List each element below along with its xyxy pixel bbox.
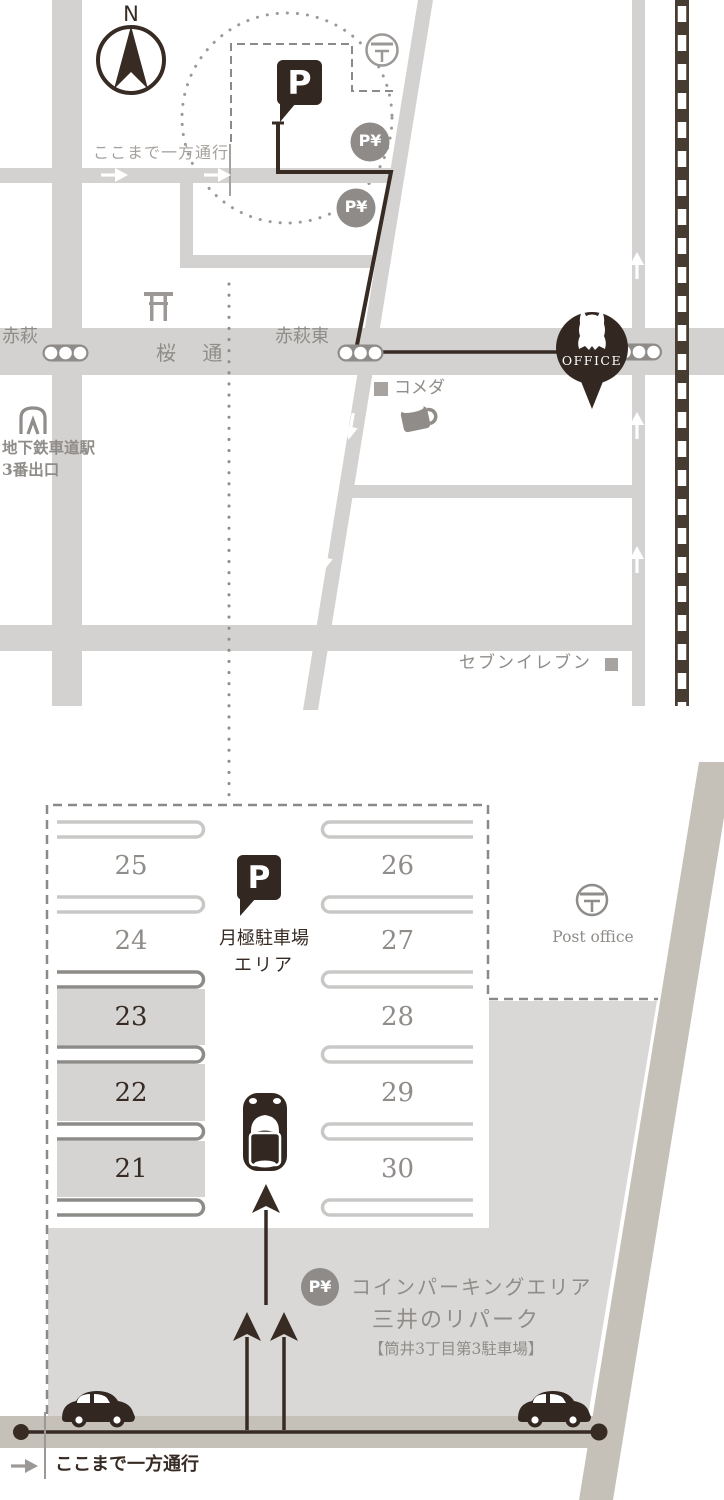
coin-parking-badge-circle	[301, 1268, 339, 1306]
one-way-label-bottom: ここまで一方通行	[55, 1454, 199, 1475]
occupied-stall-fills	[57, 989, 205, 1197]
stall-number: 22	[114, 1078, 148, 1108]
street-label-sakura-dori: 桜 通	[156, 341, 233, 365]
coin-parking-name: 三井のリパーク	[371, 1308, 540, 1333]
coin-parking-badge-circle	[350, 122, 390, 162]
landmark-label-seven-eleven: セブンイレブン	[459, 653, 592, 673]
one-way-label-top: ここまで一方通行	[93, 143, 230, 162]
parking-flag-marker-detail	[237, 855, 281, 916]
one-way-end-mark-bottom	[9, 1412, 46, 1479]
route-line	[272, 121, 557, 354]
monthly-area-label-line1: 月極駐車場	[219, 928, 309, 949]
coin-parking-area-label: コインパーキングエリア	[351, 1275, 593, 1299]
coin-parking-area-fill	[48, 1001, 657, 1416]
diagonal-road-band	[579, 762, 724, 1500]
coin-parking-badge-label: P¥	[308, 1277, 332, 1296]
stall-number: 28	[380, 1002, 415, 1032]
compass-icon	[96, 25, 166, 95]
monthly-area-label-line2: エリア	[234, 955, 294, 976]
road-block-vertical	[180, 175, 193, 268]
stall-number: 24	[114, 926, 148, 956]
street-label-akahagi-higashi: 赤萩東	[275, 326, 329, 347]
stall-number: 30	[380, 1154, 415, 1184]
post-office-label: Post office	[552, 928, 634, 946]
parking-flag-letter-detail: P	[247, 859, 271, 896]
street-label-akahagi: 赤萩	[2, 326, 38, 347]
stall-number: 29	[380, 1078, 415, 1108]
subway-exit-icon	[19, 406, 47, 435]
compass-label: N	[123, 2, 139, 26]
office-pin	[556, 309, 628, 409]
post-office-icon-top	[365, 33, 399, 67]
parking-flag-marker-top	[277, 60, 322, 122]
office-pin-label: OFFICE	[561, 353, 623, 368]
traffic-light-icon	[337, 344, 384, 362]
seven-eleven-marker-square	[605, 658, 618, 671]
subway-station-label-line2: 3番出口	[2, 460, 60, 479]
torii-shrine-icon	[144, 292, 173, 321]
coffee-cup-icon	[400, 406, 438, 433]
road-mid-right	[345, 485, 645, 498]
stall-number: 27	[380, 926, 415, 956]
komeda-marker-square	[374, 382, 388, 396]
coin-parking-sub-label: 【筒井3丁目第3駐車場】	[368, 1340, 544, 1358]
owl-icon	[578, 309, 606, 350]
stall-number: 23	[114, 1002, 148, 1032]
stall-dividers-left	[57, 820, 206, 1217]
parking-flag-letter-top: P	[287, 63, 312, 102]
post-office-icon-detail	[575, 883, 609, 917]
railway	[675, 0, 689, 706]
subway-station-label-line1: 地下鉄車道駅	[2, 438, 96, 457]
traffic-light-icon	[42, 344, 89, 362]
stall-dividers-right	[320, 820, 473, 1217]
coin-parking-badge-label: P¥	[344, 197, 368, 216]
car-top-icon	[243, 1093, 287, 1171]
monthly-area-dashed-outline-top	[230, 43, 398, 142]
monthly-area-dashed-outline	[45, 803, 658, 1414]
stall-number: 21	[114, 1154, 148, 1184]
landmark-label-komeda: コメダ	[394, 378, 445, 398]
right-arrow-icon	[9, 1457, 40, 1475]
road-block-horizontal	[180, 255, 372, 268]
coin-parking-badge-circle	[336, 188, 376, 228]
coin-parking-badge-label: P¥	[358, 131, 382, 150]
stall-number: 25	[114, 851, 148, 881]
stall-number: 26	[380, 851, 415, 881]
entry-route-arrows	[13, 1184, 608, 1441]
